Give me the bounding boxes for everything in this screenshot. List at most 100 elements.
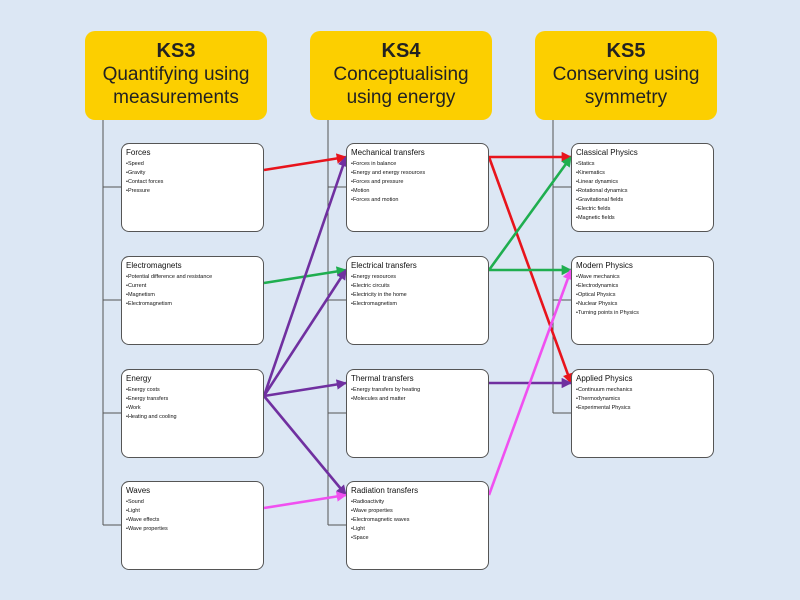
box-title: Applied Physics — [576, 374, 633, 383]
box-title: Modern Physics — [576, 261, 633, 270]
ks3-box-electromagnets: Electromagnets Potential difference and … — [121, 256, 264, 345]
box-title: Forces — [126, 148, 151, 157]
box-item: Kinematics — [576, 169, 709, 178]
box-item-list: Continuum mechanicsThermodynamicsExperim… — [576, 386, 709, 413]
box-item: Molecules and matter — [351, 395, 484, 404]
box-item: Space — [351, 534, 484, 543]
box-item-list: Energy costsEnergy transfersWorkHeating … — [126, 386, 259, 422]
box-item: Light — [351, 525, 484, 534]
box-item: Gravity — [126, 169, 259, 178]
box-item: Energy transfers by heating — [351, 386, 484, 395]
box-item: Electromagnetism — [351, 300, 484, 309]
box-item: Statics — [576, 160, 709, 169]
box-item: Energy and energy resources — [351, 169, 484, 178]
connector-arrow-purple — [263, 379, 348, 398]
ks3-box-waves: Waves SoundLightWave effectsWave propert… — [121, 481, 264, 570]
box-item: Current — [126, 282, 259, 291]
ks4-box-thermal-transfers: Thermal transfers Energy transfers by he… — [346, 369, 489, 458]
ks4-box-radiation-transfers: Radiation transfers RadioactivityWave pr… — [346, 481, 489, 570]
tree-connector — [102, 120, 121, 526]
ks4-box-mechanical-transfers: Mechanical transfers Forces in balanceEn… — [346, 143, 489, 232]
box-item: Pressure — [126, 187, 259, 196]
ks5-header: KS5 Conserving using symmetry — [535, 31, 717, 120]
ks5-box-applied-physics: Applied Physics Continuum mechanicsTherm… — [571, 369, 714, 458]
box-item: Heating and cooling — [126, 413, 259, 422]
ks3-header: KS3 Quantifying using measurements — [85, 31, 267, 120]
box-item-list: RadioactivityWave propertiesElectromagne… — [351, 498, 484, 543]
tree-connector — [552, 120, 571, 414]
ks3-subtitle: Quantifying using measurements — [102, 64, 250, 108]
box-item: Experimental Physics — [576, 404, 709, 413]
box-item: Nuclear Physics — [576, 300, 709, 309]
box-item: Work — [126, 404, 259, 413]
connector-arrow-magenta — [487, 269, 573, 496]
connector-arrow-purple — [262, 269, 348, 397]
box-item: Electromagnetic waves — [351, 516, 484, 525]
box-item: Rotational dynamics — [576, 187, 709, 196]
ks4-box-electrical-transfers: Electrical transfers Energy resourcesEle… — [346, 256, 489, 345]
box-item-list: StaticsKinematicsLinear dynamicsRotation… — [576, 160, 709, 223]
box-item-list: SpeedGravityContact forcesPressure — [126, 160, 259, 196]
box-item: Electromagnetism — [126, 300, 259, 309]
box-title: Energy — [126, 374, 152, 383]
box-item: Forces and pressure — [351, 178, 484, 187]
box-item: Magnetism — [126, 291, 259, 300]
box-item: Turning points in Physics — [576, 309, 709, 318]
box-item: Electrodynamics — [576, 282, 709, 291]
box-title: Electromagnets — [126, 261, 182, 270]
box-item: Magnetic fields — [576, 214, 709, 223]
connector-arrow-purple — [262, 395, 348, 496]
box-title: Classical Physics — [576, 148, 638, 157]
box-item: Forces and motion — [351, 196, 484, 205]
box-item: Wave effects — [126, 516, 259, 525]
box-item: Motion — [351, 187, 484, 196]
box-title: Waves — [126, 486, 151, 495]
box-item: Electricity in the home — [351, 291, 484, 300]
box-item: Wave properties — [351, 507, 484, 516]
ks4-header: KS4 Conceptualising using energy — [310, 31, 492, 120]
box-item: Energy resources — [351, 273, 484, 282]
box-item: Contact forces — [126, 178, 259, 187]
box-item: Energy costs — [126, 386, 259, 395]
ks5-subtitle: Conserving using symmetry — [552, 64, 700, 108]
box-item: Light — [126, 507, 259, 516]
box-item: Wave properties — [126, 525, 259, 534]
box-item: Forces in balance — [351, 160, 484, 169]
ks3-box-energy: Energy Energy costsEnergy transfersWorkH… — [121, 369, 264, 458]
box-item: Wave mechanics — [576, 273, 709, 282]
ks5-box-classical-physics: Classical Physics StaticsKinematicsLinea… — [571, 143, 714, 232]
ks3-box-forces: Forces SpeedGravityContact forcesPressur… — [121, 143, 264, 232]
box-item: Continuum mechanics — [576, 386, 709, 395]
ks5-box-modern-physics: Modern Physics Wave mechanicsElectrodyna… — [571, 256, 714, 345]
box-item: Energy transfers — [126, 395, 259, 404]
box-item: Gravitational fields — [576, 196, 709, 205]
ks3-title: KS3 — [156, 40, 196, 62]
box-item: Radioactivity — [351, 498, 484, 507]
box-item: Electric fields — [576, 205, 709, 214]
connector-arrow-red — [263, 153, 348, 172]
box-item: Thermodynamics — [576, 395, 709, 404]
box-item-list: Energy resourcesElectric circuitsElectri… — [351, 273, 484, 309]
box-item: Sound — [126, 498, 259, 507]
box-item-list: Forces in balanceEnergy and energy resou… — [351, 160, 484, 205]
box-item: Electric circuits — [351, 282, 484, 291]
ks4-subtitle: Conceptualising using energy — [333, 64, 469, 108]
box-item-list: Wave mechanicsElectrodynamicsOptical Phy… — [576, 273, 709, 318]
ks4-title: KS4 — [381, 40, 421, 62]
box-title: Thermal transfers — [351, 374, 414, 383]
box-title: Electrical transfers — [351, 261, 417, 270]
box-item: Potential difference and resistance — [126, 273, 259, 282]
box-item: Linear dynamics — [576, 178, 709, 187]
box-title: Radiation transfers — [351, 486, 419, 495]
box-title: Mechanical transfers — [351, 148, 425, 157]
connector-arrow-purple — [262, 156, 348, 397]
box-item: Speed — [126, 160, 259, 169]
connector-arrow-magenta — [263, 491, 348, 510]
ks5-title: KS5 — [606, 40, 646, 62]
connector-arrow-green — [487, 156, 573, 271]
box-item-list: SoundLightWave effectsWave properties — [126, 498, 259, 534]
box-item-list: Potential difference and resistanceCurre… — [126, 273, 259, 309]
box-item: Optical Physics — [576, 291, 709, 300]
box-item-list: Energy transfers by heatingMolecules and… — [351, 386, 484, 404]
